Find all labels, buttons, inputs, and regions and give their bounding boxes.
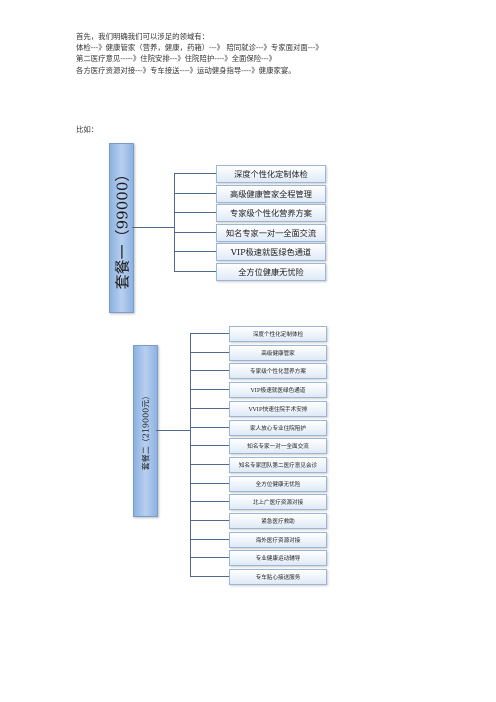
connector-line [190, 463, 229, 465]
package-title-box: 套餐二（219000元） [133, 345, 158, 517]
service-item: 全方位健康无忧险 [229, 475, 327, 492]
service-item: 专家级个性化营养方案 [216, 204, 326, 223]
service-item: 知名专家一对一全面交流 [216, 223, 326, 242]
intro-line-4: 各方医疗资源对接---》专车接送----》运动健身指导----》健康家宴。 [76, 65, 296, 75]
connector-line [174, 271, 216, 272]
service-item: VVIP快速住院手术安排 [229, 400, 327, 417]
connector-line [174, 173, 216, 174]
service-item: 知名专家一对一全面交流 [229, 438, 327, 455]
example-label: 比如： [76, 125, 99, 134]
connector-line [190, 351, 229, 353]
connector-line [190, 407, 229, 409]
connector-line [190, 333, 229, 334]
service-item: 全方位健康无忧险 [216, 263, 326, 281]
service-item: VIP极速就医绿色通道 [229, 382, 327, 399]
connector-line [174, 173, 175, 271]
connector-line [190, 445, 229, 447]
connector-line [190, 520, 229, 521]
service-item: 海外医疗资源对接 [229, 531, 327, 548]
service-item: 高级健康管家 [229, 344, 327, 361]
service-item: 专业健康运动辅导 [229, 550, 327, 567]
connector-line [174, 212, 216, 214]
intro-line-1: 首先，我们明确我们可以涉足的领域有： [76, 32, 210, 41]
service-item: 北上广医疗资源对接 [229, 494, 327, 511]
connector-line [174, 192, 216, 194]
package-title-box: 套餐一（99000） [109, 143, 134, 313]
connector-line [190, 576, 229, 578]
connector-line [190, 501, 229, 503]
service-item: 家人放心专业住院陪护 [229, 419, 327, 436]
service-item: VIP极速就医绿色通道 [216, 243, 326, 262]
service-item: 专车贴心接送服务 [229, 569, 327, 586]
service-item: 紧急医疗救助 [229, 513, 327, 529]
connector-line [156, 430, 190, 431]
intro-line-2: 体检---》健康管家（营养，健康，药箱）---》 陪同就诊---》专家面对面--… [76, 43, 323, 53]
connector-line [190, 370, 229, 372]
connector-line [174, 251, 216, 253]
intro-line-3: 第二医疗意见-----》住院安排---》住院陪护----》全面保险---》 [76, 54, 277, 64]
service-item: 高级健康管家全程管理 [216, 184, 326, 203]
package-title: 套餐二（219000元） [141, 391, 150, 471]
connector-line [132, 227, 174, 228]
service-item: 深度个性化定制体检 [229, 326, 327, 342]
connector-line [190, 333, 191, 577]
package-title: 套餐一（99000） [113, 166, 131, 290]
connector-line [190, 482, 229, 484]
service-item: 深度个性化定制体检 [216, 165, 326, 183]
service-item: 专家级个性化营养方案 [229, 363, 327, 380]
connector-line [190, 557, 229, 559]
connector-line [174, 231, 216, 233]
intro-paragraph: 首先，我们明确我们可以涉足的领域有： 体检---》健康管家（营养，健康，药箱）-… [76, 31, 476, 76]
connector-line [190, 426, 229, 428]
connector-line [190, 389, 229, 391]
connector-line [190, 538, 229, 540]
service-item: 知名专家团队第二医疗意见会诊 [229, 456, 327, 473]
